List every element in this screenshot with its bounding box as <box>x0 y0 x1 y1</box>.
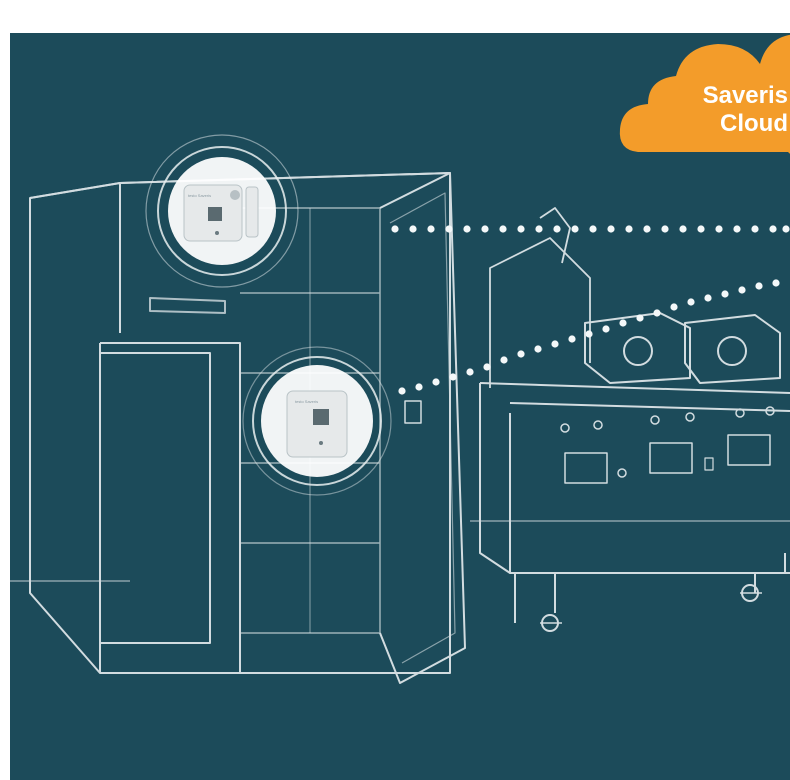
upper-sensor: testo Saveris <box>145 134 299 288</box>
lower-sensor: testo Saveris <box>242 346 392 496</box>
saveris-cloud-badge: Saveris Cloud <box>618 34 790 192</box>
upper-sensor-label: testo Saveris <box>188 193 211 198</box>
cloud-shape <box>619 34 790 152</box>
cloud-label-line2: Cloud <box>720 110 788 137</box>
kitchen-scene: testo Saveris testo Saveris <box>10 134 790 684</box>
illustration-panel: testo Saveris testo Saveris Saveris Clou… <box>10 33 790 780</box>
cabinet-door <box>379 172 466 684</box>
lower-sensor-label: testo Saveris <box>295 399 318 404</box>
lower-connection-line <box>398 279 780 395</box>
griddle-sketch <box>479 207 790 632</box>
connection-dots <box>391 225 790 395</box>
upper-connection-line <box>391 225 790 233</box>
cloud-label-line1: Saveris <box>702 82 788 109</box>
cloud-label: Saveris Cloud <box>658 82 790 138</box>
